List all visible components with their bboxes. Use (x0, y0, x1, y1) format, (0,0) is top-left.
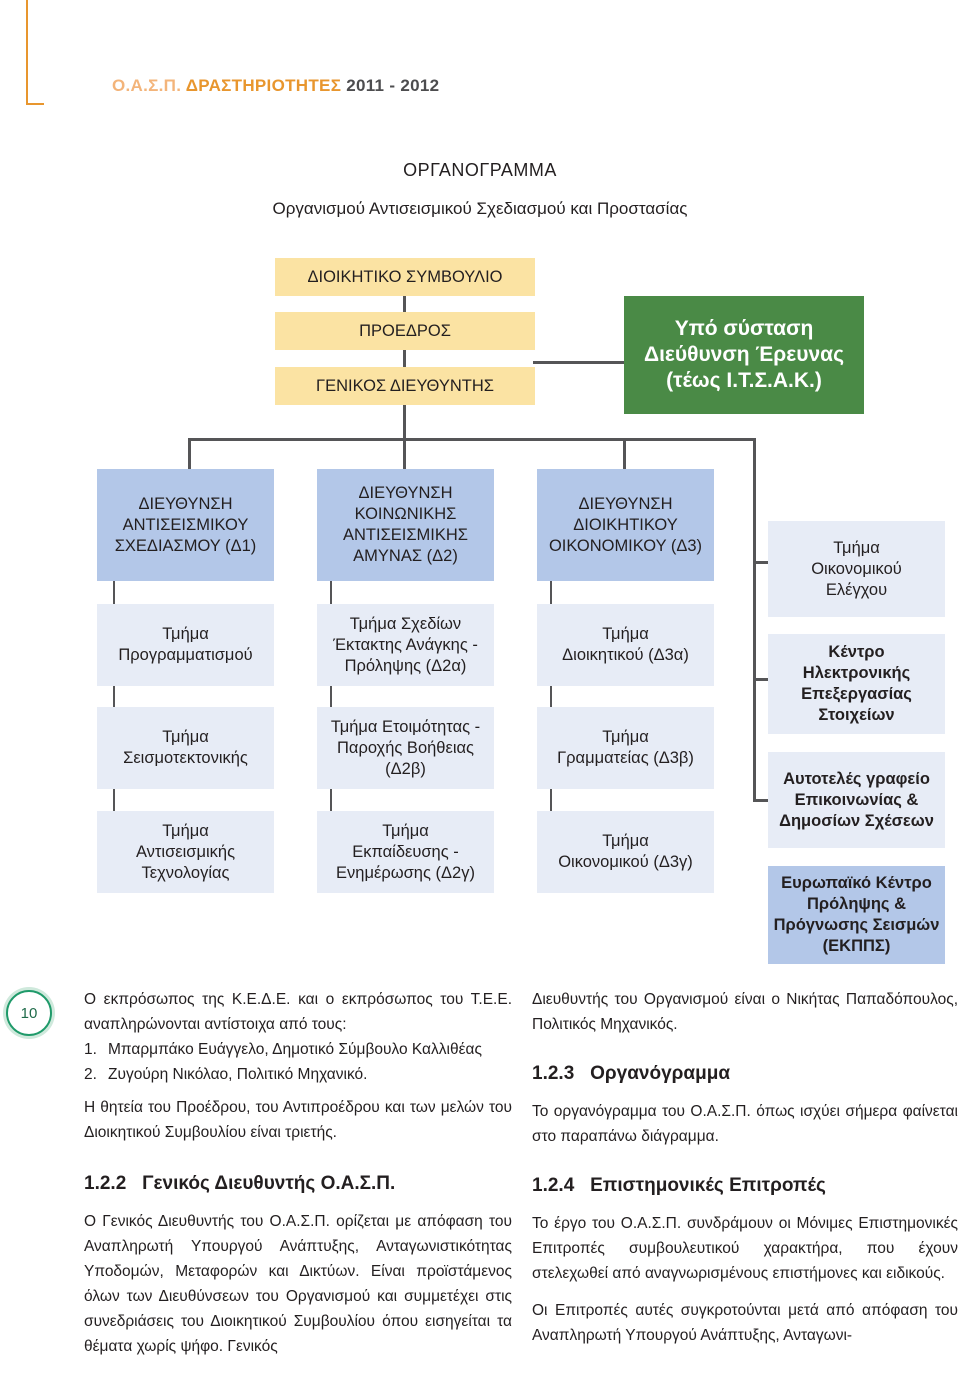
header-accent-tick (26, 103, 44, 105)
body-left-column: Ο εκπρόσωπος της Κ.Ε.Δ.Ε. και ο εκπρόσωπ… (84, 987, 512, 1359)
d3-unit: Τμήμα Διοικητικού (Δ3α) (537, 604, 714, 686)
header-years: 2011 - 2012 (346, 76, 440, 95)
connector (113, 684, 115, 708)
section-number: 1.2.4 (532, 1175, 575, 1196)
paragraph: Οι Επιτροπές αυτές συγκροτούνται μετά απ… (532, 1302, 958, 1344)
d3-unit: Τμήμα Οικονομικού (Δ3γ) (537, 811, 714, 893)
page-number: 10 (6, 990, 52, 1036)
paragraph: Το οργανόγραμμα του Ο.Α.Σ.Π. όπως ισχύει… (532, 1103, 958, 1145)
paragraph: Το έργο του Ο.Α.Σ.Π. συνδράμουν οι Μόνιμ… (532, 1215, 958, 1282)
connector (753, 438, 756, 802)
d1-unit: Τμήμα Αντισεισμικής Τεχνολογίας (97, 811, 274, 893)
connector (550, 786, 552, 812)
section-number: 1.2.2 (84, 1173, 127, 1194)
list-text: Μπαρμπάκο Ευάγγελο, Δημοτικό Σύμβουλο Κα… (108, 1041, 482, 1058)
president-box: ΠΡΟΕΔΡΟΣ (275, 312, 535, 350)
list-number: 1. (84, 1041, 97, 1058)
section-heading: 1.2.2 Γενικός Διευθυντής Ο.Α.Σ.Π. (84, 1171, 512, 1197)
connector (533, 361, 625, 364)
d1-unit: Τμήμα Σεισμοτεκτονικής (97, 707, 274, 789)
d2-unit: Τμήμα Σχεδίων Έκτακτης Ανάγκης - Πρόληψη… (317, 604, 494, 686)
d1-unit: Τμήμα Προγραμματισμού (97, 604, 274, 686)
section-heading: 1.2.4 Επιστημονικές Επιτροπές (532, 1173, 958, 1199)
general-director-box: ΓΕΝΙΚΟΣ ΔΙΕΥΘΥΝΤΗΣ (275, 367, 535, 405)
board-box: ΔΙΟΙΚΗΤΙΚΟ ΣΥΜΒΟΥΛΙΟ (275, 258, 535, 296)
connector (330, 580, 332, 606)
connector (550, 684, 552, 708)
list-text: Ζυγούρη Νικόλαο, Πολιτικό Μηχανικό. (108, 1066, 368, 1083)
header-activities: ΔΡΑΣΤΗΡΙΟΤΗΤΕΣ (185, 76, 342, 95)
connector (403, 295, 406, 313)
connector (403, 349, 406, 369)
section-heading: 1.2.3 Οργανόγραμμα (532, 1061, 958, 1087)
section-title: Επιστημονικές Επιτροπές (590, 1175, 826, 1196)
paragraph: Ο Γενικός Διευθυντής του Ο.Α.Σ.Π. ορίζετ… (84, 1213, 512, 1355)
connector (753, 799, 769, 802)
paragraph: Ο εκπρόσωπος της Κ.Ε.Δ.Ε. και ο εκπρόσωπ… (84, 991, 512, 1033)
section-number: 1.2.3 (532, 1063, 575, 1084)
research-directorate-box: Υπό σύσταση Διεύθυνση Έρευνας (τέως Ι.Τ.… (624, 296, 864, 414)
connector (113, 580, 115, 606)
paragraph: Διευθυντής του Οργανισμού είναι ο Νικήτα… (532, 991, 958, 1033)
connector (330, 786, 332, 812)
connector (403, 403, 406, 439)
directorate-d3: ΔΙΕΥΘΥΝΣΗ ΔΙΟΙΚΗΤΙΚΟΥ ΟΙΚΟΝΟΜΙΚΟΥ (Δ3) (537, 469, 714, 581)
connector (188, 438, 755, 441)
connector (753, 561, 769, 564)
directorate-d2: ΔΙΕΥΘΥΝΣΗ ΚΟΙΝΩΝΙΚΗΣ ΑΝΤΙΣΕΙΣΜΙΚΗΣ ΑΜΥΝΑ… (317, 469, 494, 581)
header-org: Ο.Α.Σ.Π. (112, 76, 182, 95)
connector (330, 684, 332, 708)
d3-unit: Τμήμα Γραμματείας (Δ3β) (537, 707, 714, 789)
directorate-d1: ΔΙΕΥΘΥΝΣΗ ΑΝΤΙΣΕΙΣΜΙΚΟΥ ΣΧΕΔΙΑΣΜΟΥ (Δ1) (97, 469, 274, 581)
section-title: Οργανόγραμμα (590, 1063, 730, 1084)
orgchart-subtitle: Οργανισμού Αντισεισμικού Σχεδιασμού και … (272, 199, 688, 218)
side-unit: Κέντρο Ηλεκτρονικής Επεξεργασίας Στοιχεί… (768, 634, 945, 734)
section-title: Γενικός Διευθυντής Ο.Α.Σ.Π. (142, 1173, 396, 1194)
connector (753, 678, 769, 681)
running-header: Ο.Α.Σ.Π. ΔΡΑΣΤΗΡΙΟΤΗΤΕΣ 2011 - 2012 (112, 76, 439, 96)
connector (403, 438, 406, 470)
side-unit: Ευρωπαϊκό Κέντρο Πρόληψης & Πρόγνωσης Σε… (768, 866, 945, 964)
side-unit: Αυτοτελές γραφείο Επικοινωνίας & Δημοσίω… (768, 752, 945, 848)
connector (623, 438, 626, 470)
side-unit: Τμήμα Οικονομικού Ελέγχου (768, 521, 945, 617)
connector (188, 438, 191, 470)
header-accent-line (26, 0, 28, 104)
list-item: 1. Μπαρμπάκο Ευάγγελο, Δημοτικό Σύμβουλο … (84, 1037, 512, 1062)
d2-unit: Τμήμα Ετοιμότητας - Παροχής Βοήθειας (Δ2… (317, 707, 494, 789)
connector (113, 786, 115, 812)
list-item: 2. Ζυγούρη Νικόλαο, Πολιτικό Μηχανικό. (84, 1062, 512, 1087)
d2-unit: Τμήμα Εκπαίδευσης - Ενημέρωσης (Δ2γ) (317, 811, 494, 893)
orgchart-title: ΟΡΓΑΝΟΓΡΑΜΜΑ (403, 160, 557, 180)
connector (550, 580, 552, 606)
body-right-column: Διευθυντής του Οργανισμού είναι ο Νικήτα… (532, 987, 958, 1348)
paragraph: Η θητεία του Προέδρου, του Αντιπροέδρου … (84, 1099, 512, 1141)
list-number: 2. (84, 1066, 97, 1083)
